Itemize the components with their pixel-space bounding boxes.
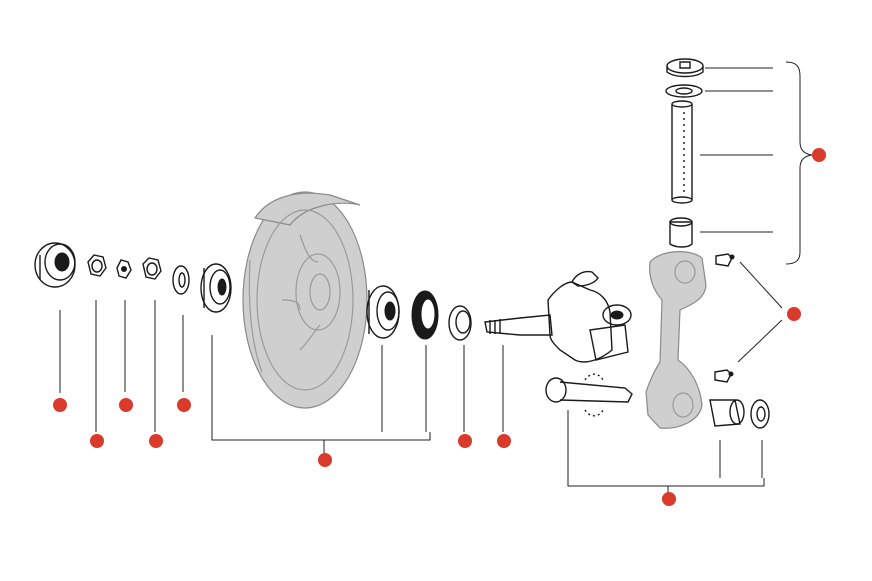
- marker-dot[interactable]: [53, 398, 67, 412]
- outer-bearing: [200, 263, 232, 313]
- brake-drum: [242, 191, 368, 409]
- marker-dot[interactable]: [812, 148, 826, 162]
- marker-dot[interactable]: [318, 453, 332, 467]
- stub-axle: [484, 270, 632, 363]
- hex-nut: [142, 257, 162, 280]
- lock-plate: [116, 259, 132, 279]
- marker-dot[interactable]: [458, 434, 472, 448]
- thrust-washer: [172, 265, 190, 295]
- reference-markers: [53, 148, 826, 506]
- marker-dot[interactable]: [787, 307, 801, 321]
- grease-nipple-top: [715, 253, 735, 267]
- leader-lines: [59, 61, 813, 495]
- fulcrum-washer: [750, 399, 770, 429]
- oil-seal: [411, 290, 439, 340]
- marker-dot[interactable]: [119, 398, 133, 412]
- kingpin-cap: [666, 58, 704, 78]
- kingpin-washer: [665, 84, 703, 98]
- marker-dot[interactable]: [149, 434, 163, 448]
- fulcrum-pin: [545, 373, 633, 417]
- grease-nipple-bottom: [714, 369, 734, 383]
- marker-dot[interactable]: [90, 434, 104, 448]
- spacer-ring: [448, 305, 472, 341]
- suspension-arm: [645, 251, 707, 429]
- inner-bearing: [366, 285, 400, 339]
- hub-cap: [34, 242, 76, 288]
- fulcrum-bush: [709, 399, 745, 427]
- marker-dot[interactable]: [177, 398, 191, 412]
- marker-dot[interactable]: [497, 434, 511, 448]
- castle-nut: [87, 254, 107, 277]
- marker-dot[interactable]: [662, 492, 676, 506]
- kingpin: [671, 100, 693, 204]
- kingpin-bush: [669, 217, 693, 248]
